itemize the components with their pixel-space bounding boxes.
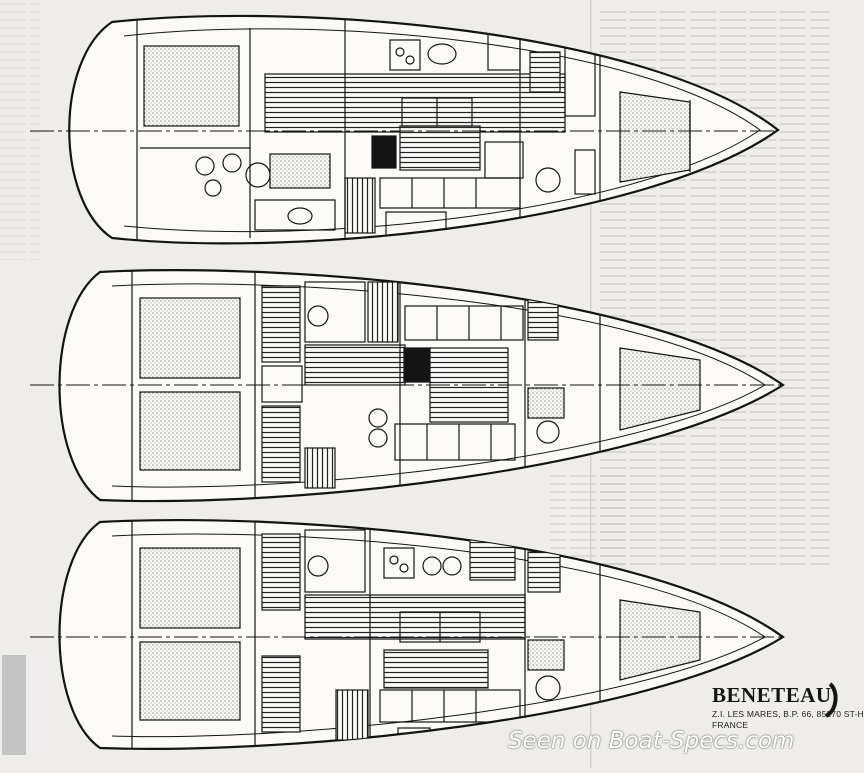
brand-name: BENETEAU — [712, 683, 832, 707]
brand-address-line-2: FRANCE — [712, 720, 749, 730]
layout-2-plan — [30, 269, 785, 503]
deck-plans-figure — [0, 0, 838, 768]
layout-3-plan — [30, 519, 785, 750]
brand-address-line-1: Z.I. LES MARES, B.P. 66, 85270 ST-H — [712, 709, 864, 719]
layout-1-plan — [30, 14, 780, 245]
watermark-text: Seen on Boat-Specs.com — [508, 728, 795, 754]
